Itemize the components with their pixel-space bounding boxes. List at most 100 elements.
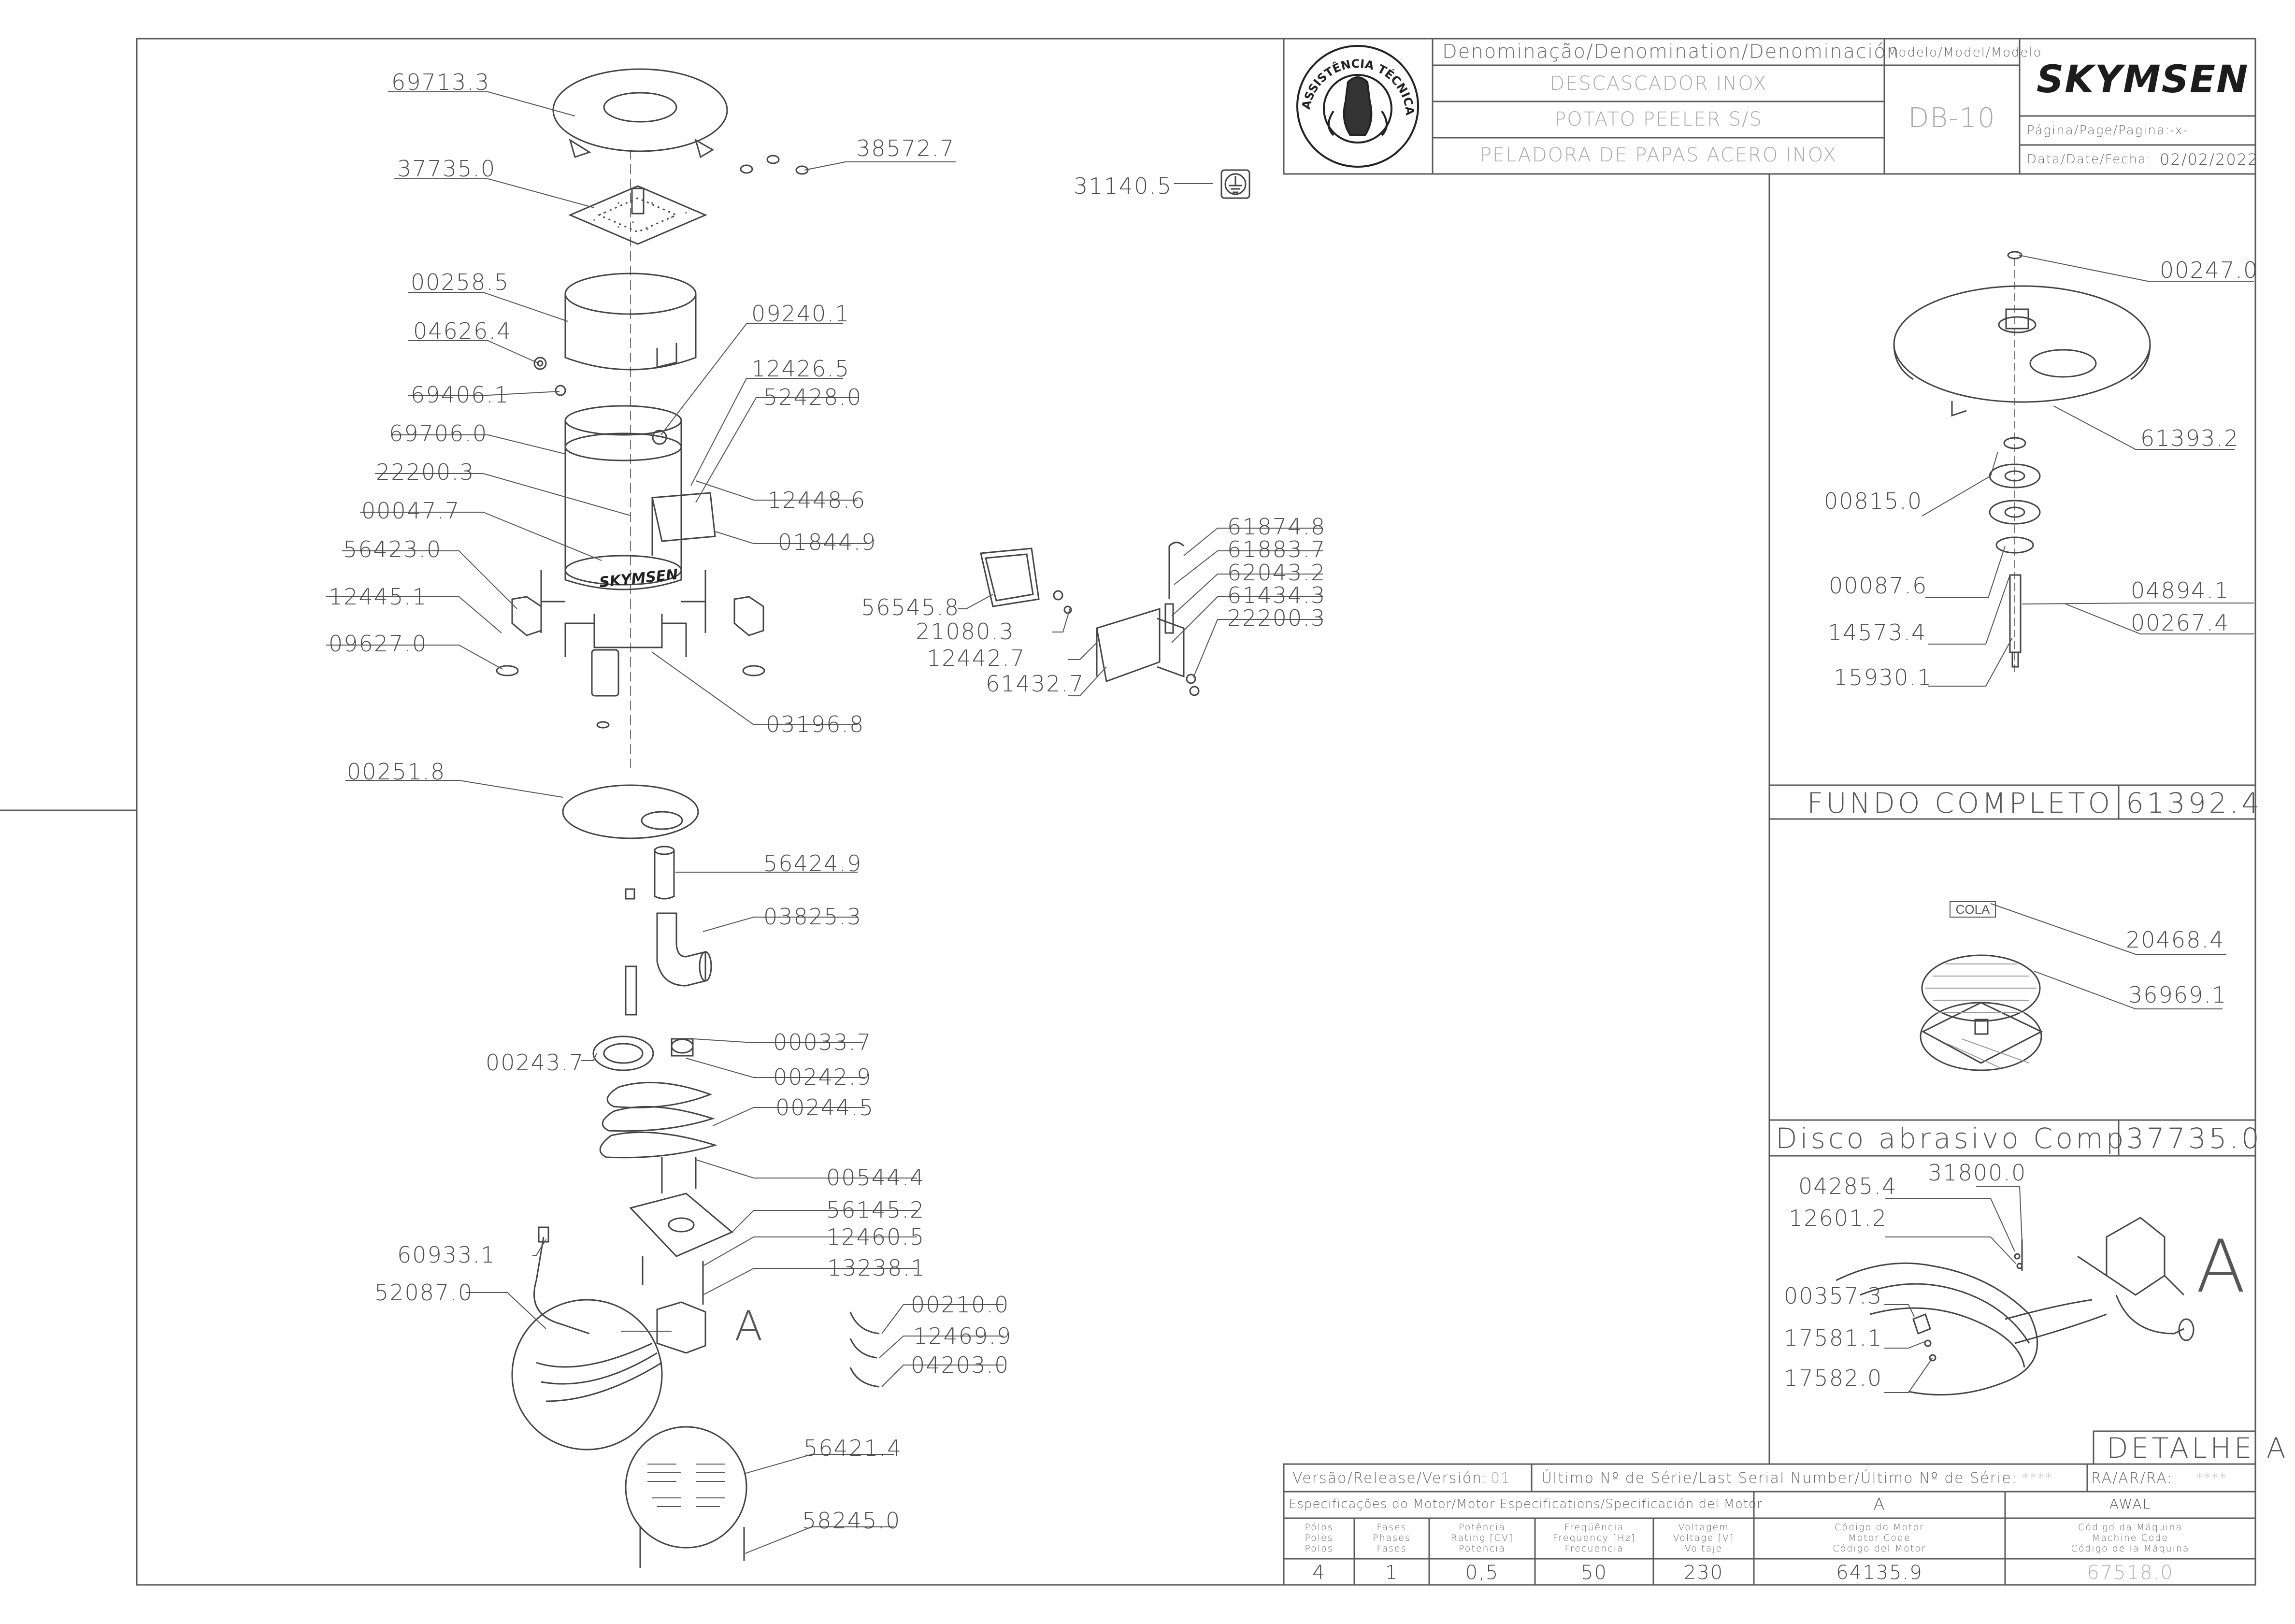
part-label: 00251.8 — [347, 759, 446, 785]
part-label: 00267.4 — [2131, 610, 2230, 636]
machine-code-header: Código da Máquina Machine Code Código de… — [2071, 1522, 2190, 1554]
part-label: 20468.4 — [2126, 927, 2225, 953]
serial-label: Último Nº de Série/Last Serial Number/Úl… — [1541, 1470, 2018, 1487]
part-label: 04894.1 — [2131, 577, 2230, 604]
part-label: 00815.0 — [1824, 488, 1923, 514]
denomination-label: Denominação/Denomination/Denominación — [1442, 41, 1900, 63]
part-label: 69713.3 — [391, 69, 490, 95]
serial-value: **** — [2022, 1470, 2053, 1486]
part-label: 61432.7 — [986, 671, 1085, 697]
part-label: 09627.0 — [329, 631, 428, 657]
part-label: 13238.1 — [827, 1255, 926, 1281]
part-label: 00244.5 — [775, 1094, 875, 1121]
page-label: Página/Page/Pagina: — [2027, 123, 2171, 138]
part-label: 60933.1 — [397, 1242, 496, 1268]
ra-value: **** — [2196, 1470, 2227, 1486]
part-label: 09240.1 — [751, 301, 850, 327]
part-label: 00047.7 — [361, 498, 460, 524]
part-label: 52428.0 — [763, 384, 862, 410]
poles-value: 4 — [1312, 1562, 1326, 1584]
phases-value: 1 — [1385, 1562, 1399, 1584]
sheet-border — [136, 38, 2256, 1586]
rating-value: 0,5 — [1465, 1562, 1499, 1584]
part-label: 22200.3 — [376, 459, 475, 485]
part-label: 31140.5 — [1074, 173, 1173, 199]
part-label: 61434.3 — [1227, 582, 1326, 608]
part-label: 69406.1 — [411, 382, 510, 408]
motor-variant: A — [1873, 1495, 1886, 1514]
part-label: 17581.1 — [1784, 1325, 1883, 1351]
disco-abrasivo-title: Disco abrasivo Comp. — [1776, 1122, 2138, 1155]
authorized-seal-logo: ASSISTÊNCIA TÉCNICA AUTORIZADA — [1295, 43, 1417, 116]
name-pt: DESCASCADOR INOX — [1549, 72, 1767, 95]
part-label: 38572.7 — [856, 135, 955, 161]
cola-tag: COLA — [1950, 901, 1996, 918]
part-label: 00087.6 — [1829, 573, 1928, 599]
part-label: 12442.7 — [927, 645, 1026, 671]
model-value: DB-10 — [1908, 102, 1996, 134]
part-label: 12448.6 — [767, 487, 866, 513]
part-label: 61883.7 — [1227, 536, 1326, 562]
detalhe-a-title: DETALHE A — [2107, 1432, 2289, 1465]
part-label: 12601.2 — [1789, 1205, 1888, 1231]
voltage-value: 230 — [1683, 1562, 1724, 1584]
brand-logo: SKYMSEN — [2037, 58, 2249, 101]
machine-variant: AWAL — [2109, 1496, 2152, 1512]
fundo-completo-title: FUNDO COMPLETO — [1807, 787, 2113, 819]
version-label: Versão/Release/Versión: — [1292, 1470, 1489, 1487]
name-en: POTATO PEELER S/S — [1554, 108, 1763, 130]
part-label: 00210.0 — [911, 1292, 1010, 1318]
part-label: 12445.1 — [329, 584, 428, 610]
part-label: 00242.9 — [773, 1064, 872, 1090]
date-label: Data/Date/Fecha: — [2027, 152, 2152, 167]
part-label: 00247.0 — [2160, 257, 2259, 283]
part-label: 56545.8 — [861, 594, 960, 620]
part-label: 14573.4 — [1828, 619, 1927, 646]
part-label: 15930.1 — [1834, 664, 1933, 690]
part-label: 62043.2 — [1227, 560, 1326, 586]
part-label: 17582.0 — [1784, 1365, 1883, 1391]
part-label: 00258.5 — [411, 269, 510, 295]
part-label: 04203.0 — [911, 1352, 1010, 1378]
part-label: 00243.7 — [486, 1049, 585, 1076]
date-value: 02/02/2022 — [2160, 150, 2259, 169]
name-es: PELADORA DE PAPAS ACERO INOX — [1479, 144, 1837, 166]
part-label: 00544.4 — [826, 1164, 925, 1191]
part-label: 03196.8 — [766, 711, 865, 737]
part-label: 22200.3 — [1227, 605, 1326, 631]
part-label: 56424.9 — [763, 850, 862, 877]
model-label: Modelo/Model/Modelo — [1887, 45, 2042, 60]
motor-code-value: 64135.9 — [1836, 1562, 1923, 1584]
part-label: 12460.5 — [826, 1224, 925, 1250]
svg-text:ASSISTÊNCIA TÉCNICA AUTORIZADA: ASSISTÊNCIA TÉCNICA AUTORIZADA — [1295, 43, 1417, 116]
part-label: 21080.3 — [916, 618, 1015, 645]
phases-header: Fases Phases Fases — [1373, 1522, 1411, 1554]
voltage-header: Voltagem Voltage [V] Voltaje — [1673, 1522, 1735, 1554]
disco-abrasivo-code: 37735.0 — [2126, 1122, 2262, 1155]
footer-frame — [1283, 1463, 2256, 1586]
part-label: 12426.5 — [751, 356, 850, 382]
part-label: 04626.4 — [413, 318, 512, 344]
poles-header: Pólos Poles Polos — [1305, 1522, 1334, 1554]
part-label: 69706.0 — [389, 420, 488, 446]
part-label: 04285.4 — [1798, 1173, 1897, 1199]
part-label: 36969.1 — [2128, 982, 2227, 1008]
part-label: 61393.2 — [2140, 425, 2239, 451]
part-label: 61874.8 — [1227, 514, 1326, 540]
part-label: 00357.3 — [1784, 1283, 1883, 1309]
ra-label: RA/AR/RA: — [2091, 1470, 2173, 1487]
seal-outline — [1296, 45, 1419, 168]
page-value: -x- — [2169, 123, 2189, 138]
part-label: 56145.2 — [826, 1197, 925, 1223]
motor-code-header: Código do Motor Motor Code Código del Mo… — [1833, 1522, 1926, 1554]
part-label: 56421.4 — [803, 1435, 903, 1461]
detail-marker-a: A — [734, 1302, 764, 1351]
machine-code-value: 67518.0 — [2087, 1562, 2174, 1584]
part-label: 56423.0 — [343, 536, 442, 562]
frequency-header: Freqüência Frequency [Hz] Frecuencia — [1552, 1522, 1636, 1554]
part-label: 00033.7 — [773, 1029, 872, 1055]
rating-header: Potência Rating [CV] Potencia — [1450, 1522, 1514, 1554]
part-label: 37735.0 — [397, 156, 496, 182]
